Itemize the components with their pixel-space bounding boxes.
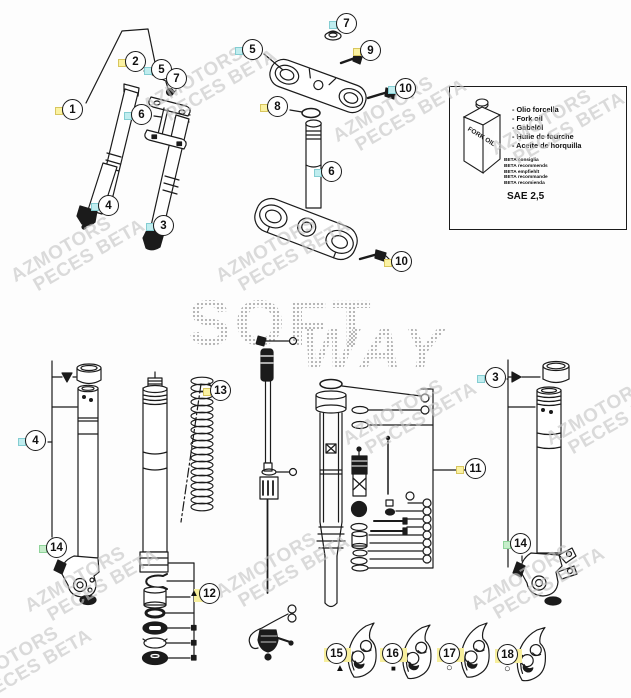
small-ring-mid — [290, 469, 297, 476]
piston-body — [353, 474, 366, 496]
slider-tube-body — [320, 413, 342, 522]
pinch-bolt-left — [54, 560, 66, 574]
axle-cap-left — [80, 596, 96, 605]
oil-name-list: - Olio forcella - Fork oil - Gabelöl - H… — [512, 105, 582, 150]
highlight-square — [456, 466, 464, 474]
bolt-9-head — [353, 54, 362, 64]
fork-leg-right — [507, 360, 577, 605]
guard-17 — [460, 622, 490, 678]
callout-3b[interactable]: 3 — [485, 367, 506, 388]
callout-9[interactable]: 9 — [360, 40, 381, 61]
slider-collar — [316, 391, 346, 399]
callout-7a[interactable]: 7 — [166, 68, 187, 89]
triple-clamp-group — [250, 29, 396, 264]
triangle-marker-left-cap — [62, 373, 72, 382]
outer-tube-right — [537, 390, 561, 553]
o-ring-8 — [302, 109, 320, 118]
small-ring-top — [290, 338, 297, 345]
adjuster-ring-2 — [288, 614, 296, 622]
highlight-square — [477, 375, 485, 383]
callout-10b[interactable]: 10 — [391, 251, 412, 272]
leader-5b — [264, 54, 283, 70]
callout-14b[interactable]: 14 — [510, 533, 531, 554]
oil-can-drawing: FORK OIL — [462, 98, 502, 174]
damper-rod — [266, 381, 271, 463]
rod-washer — [262, 469, 276, 475]
callout-5b[interactable]: 5 — [242, 39, 263, 60]
guard-15 — [347, 622, 377, 678]
leader-6a — [154, 116, 161, 117]
axle-foot-right — [521, 553, 562, 596]
callout-11[interactable]: 11 — [465, 458, 486, 479]
fork-leg-left — [48, 361, 214, 665]
bracket-11 — [368, 389, 465, 568]
mini-stem-nut — [167, 89, 174, 96]
cartridge-o-ring-1 — [352, 407, 368, 414]
callout-12[interactable]: 12 — [199, 583, 220, 604]
cartridge-o-ring-2 — [352, 422, 368, 429]
shim-stack — [422, 498, 432, 564]
rebound-adjuster — [258, 630, 278, 652]
outer-tube-left — [78, 388, 98, 558]
slide-bushing-lower — [140, 552, 168, 572]
callout-6a[interactable]: 6 — [131, 104, 152, 125]
seal-washer — [144, 638, 166, 648]
axle-foot-left — [62, 556, 99, 597]
cartridge-group — [351, 389, 465, 571]
oil-grade: SAE 2,5 — [507, 191, 545, 202]
callout-3a[interactable]: 3 — [153, 215, 174, 236]
callout-2[interactable]: 2 — [125, 51, 146, 72]
adjuster-ring-1 — [288, 605, 296, 613]
callout-4b[interactable]: 4 — [25, 430, 46, 451]
callout-17[interactable]: 17 — [439, 643, 460, 664]
pinch-bolt-right — [513, 562, 525, 577]
leader-bracket-1 — [86, 29, 158, 103]
bottom-crown — [250, 194, 361, 264]
callout-15[interactable]: 15 — [326, 643, 347, 664]
bolt-9-shaft — [341, 58, 355, 63]
oil-recommendation-list: BETA consiglia BETA recommends BETA empf… — [504, 158, 548, 187]
callout-6b[interactable]: 6 — [321, 161, 342, 182]
hook-wire — [249, 628, 262, 649]
centerline — [181, 384, 201, 522]
callout-14a[interactable]: 14 — [46, 537, 67, 558]
slider-lower-rings — [317, 527, 345, 548]
callout-13[interactable]: 13 — [210, 380, 231, 401]
axle-cap-right — [545, 597, 561, 605]
bolt-10a-shaft — [368, 92, 388, 98]
o-ring-lower — [146, 609, 164, 617]
top-o-ring — [320, 380, 342, 389]
piston-head — [352, 456, 367, 474]
piston-ball — [352, 502, 367, 517]
oil-spec-box: FORK OIL - Olio forcella - Fork oil - Ga… — [449, 86, 627, 230]
callout-10a[interactable]: 10 — [395, 78, 416, 99]
triangle-marker-right-cap — [512, 372, 521, 382]
damper-rod-group — [249, 336, 421, 660]
callout-8[interactable]: 8 — [267, 96, 288, 117]
top-crown — [266, 56, 370, 117]
leader-8 — [290, 110, 302, 112]
callout-1[interactable]: 1 — [62, 99, 83, 120]
fork-spring — [190, 376, 214, 512]
callout-7b[interactable]: 7 — [336, 13, 357, 34]
slider-lower-tube — [325, 556, 337, 603]
callout-16[interactable]: 16 — [382, 643, 403, 664]
callout-18[interactable]: 18 — [497, 644, 518, 665]
rebound-rod-head — [261, 349, 273, 381]
callout-4a[interactable]: 4 — [98, 195, 119, 216]
